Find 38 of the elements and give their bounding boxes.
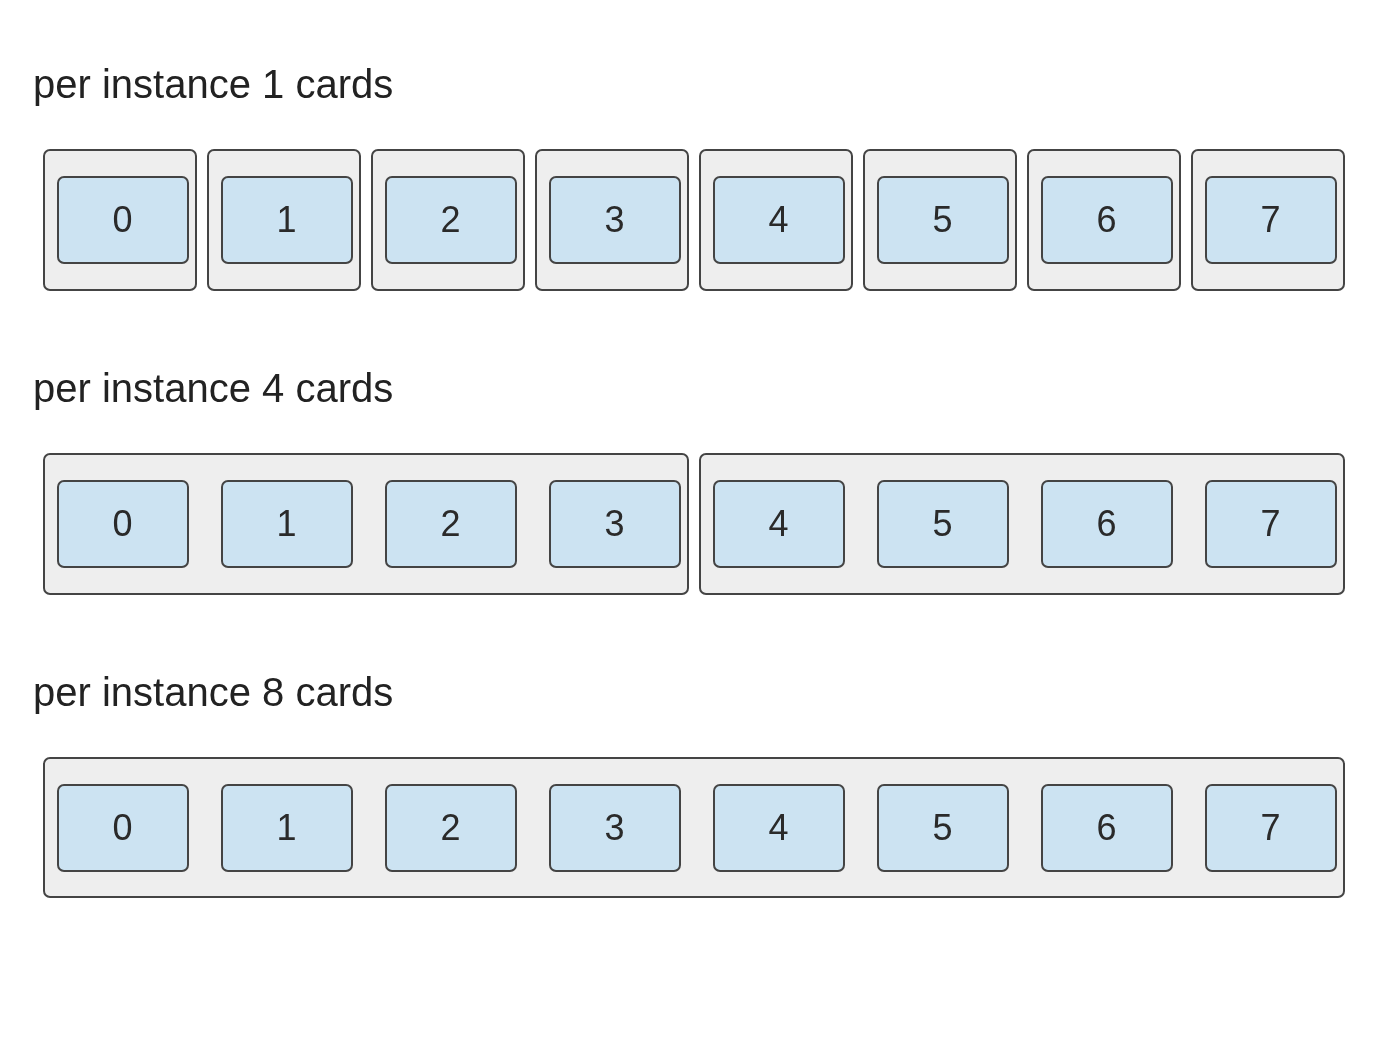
card: 4 [712,479,845,568]
card: 7 [1204,479,1337,568]
section-heading: per instance 8 cards [33,669,394,716]
instance-panel [43,453,689,595]
card: 0 [56,175,189,264]
card: 3 [548,479,681,568]
instance-panel [43,757,1345,898]
card: 5 [876,479,1009,568]
instance-panel [371,149,525,291]
card: 1 [220,783,353,872]
card: 2 [384,479,517,568]
card: 3 [548,175,681,264]
instance-panel [699,149,853,291]
card: 7 [1204,783,1337,872]
instance-panel [863,149,1017,291]
card: 6 [1040,479,1173,568]
instance-panel [207,149,361,291]
card: 0 [56,783,189,872]
card: 0 [56,479,189,568]
card: 4 [712,175,845,264]
card: 7 [1204,175,1337,264]
card: 5 [876,175,1009,264]
card: 5 [876,783,1009,872]
card: 2 [384,175,517,264]
card: 6 [1040,783,1173,872]
card: 3 [548,783,681,872]
card: 2 [384,783,517,872]
instance-panel [1191,149,1345,291]
card: 1 [220,479,353,568]
instance-panel [43,149,197,291]
section-heading: per instance 1 cards [33,61,394,108]
instance-panel [1027,149,1181,291]
section-heading: per instance 4 cards [33,365,394,412]
instance-panel [699,453,1345,595]
instance-panel [535,149,689,291]
card: 4 [712,783,845,872]
card: 6 [1040,175,1173,264]
card: 1 [220,175,353,264]
